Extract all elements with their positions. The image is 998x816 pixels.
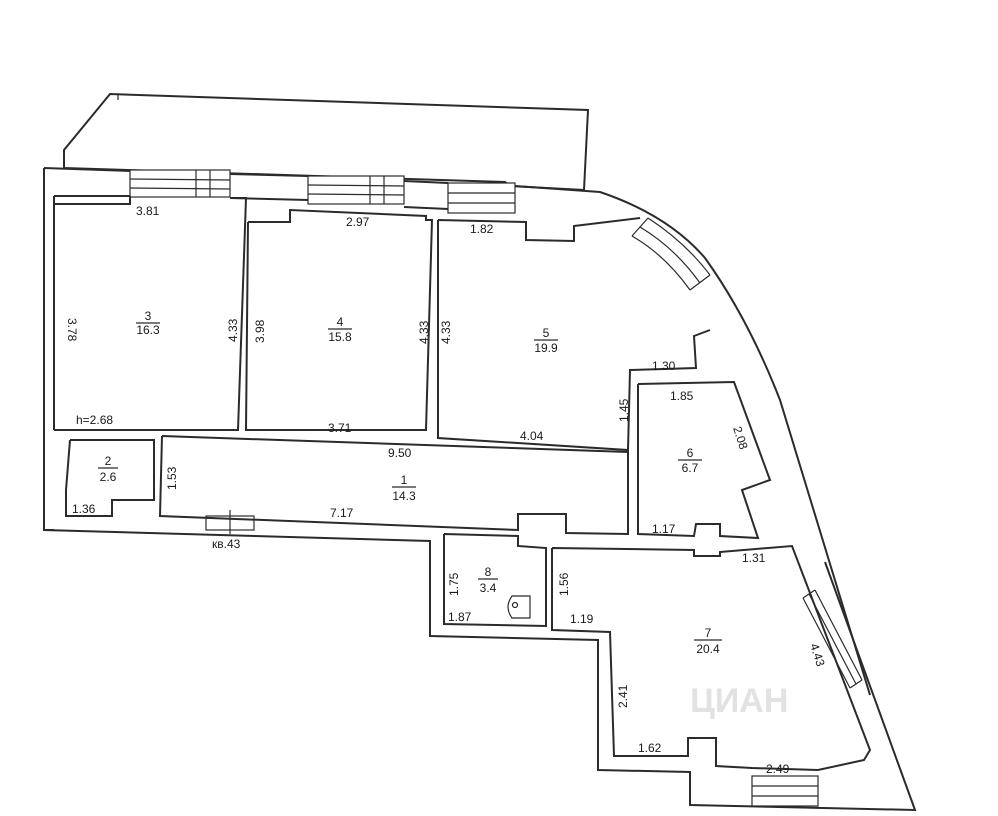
dim-r7-left: 2.41 — [616, 684, 630, 708]
room-2-outline — [65, 439, 155, 517]
dim-r7-diag: 4.43 — [807, 642, 828, 669]
dim-ceiling: h=2.68 — [76, 413, 113, 427]
dim-r3-left: 3.78 — [65, 318, 79, 342]
room-8-outline — [443, 533, 547, 628]
room-6-outline — [637, 380, 772, 540]
room-2-number: 2 — [105, 454, 112, 468]
room-1-outline — [158, 435, 629, 536]
dim-r4-top: 2.97 — [346, 215, 370, 229]
dim-r7-bottom-right: 2.49 — [766, 762, 790, 776]
room-8-area: 3.4 — [480, 581, 497, 595]
dim-r5-bottom: 4.04 — [520, 429, 544, 443]
dim-r6-diag: 2.08 — [730, 425, 751, 452]
room-2-area: 2.6 — [100, 470, 117, 484]
window-room4 — [307, 175, 405, 205]
dimension-labels: 3.81 3.78 4.33 2.97 3.98 4.33 3.71 1.82 … — [65, 204, 828, 776]
dim-r5-step: 1.30 — [652, 359, 676, 373]
dim-r8-right: 1.56 — [557, 572, 571, 596]
windows — [129, 169, 863, 807]
dim-r8-bottom: 1.87 — [448, 610, 472, 624]
room-4-number: 4 — [337, 315, 344, 329]
dim-r8-left: 1.75 — [447, 572, 461, 596]
dim-r6-top: 1.85 — [670, 389, 694, 403]
dim-r2-bottom: 1.36 — [72, 502, 96, 516]
room-7-outline — [551, 544, 872, 772]
room-1-area: 14.3 — [392, 489, 416, 503]
room-5-area: 19.9 — [534, 341, 558, 355]
window-room3 — [129, 169, 231, 198]
dim-corridor-h: 1.53 — [165, 466, 179, 490]
room-labels: 3 16.3 4 15.8 5 19.9 2 2.6 1 14.3 6 6.7 … — [98, 309, 722, 656]
dim-r4-left: 3.98 — [253, 319, 267, 343]
room-6-number: 6 — [687, 446, 694, 460]
window-curved — [631, 217, 711, 291]
dim-r5-left: 4.33 — [439, 320, 453, 344]
room-7-area: 20.4 — [696, 642, 720, 656]
room-8-number: 8 — [485, 565, 492, 579]
dim-r7-top: 1.31 — [742, 551, 766, 565]
room-3-area: 16.3 — [136, 323, 160, 337]
room-3-outline — [54, 196, 248, 431]
room-6-area: 6.7 — [682, 461, 699, 475]
room-4-area: 15.8 — [328, 330, 352, 344]
apartment-label: кв.43 — [212, 537, 241, 551]
dim-r6-bottom: 1.17 — [652, 522, 676, 536]
dim-corridor-bottom: 7.17 — [330, 506, 354, 520]
window-room7-bottom — [751, 775, 819, 807]
watermark: ЦИАН — [690, 682, 788, 720]
toilet-fixture — [507, 595, 531, 619]
window-room5 — [447, 182, 516, 214]
dim-r5-top: 1.82 — [470, 222, 494, 236]
dim-r3-right: 4.33 — [226, 318, 240, 342]
room-7-number: 7 — [705, 626, 712, 640]
dim-corridor-len: 9.50 — [388, 446, 412, 460]
room-5-number: 5 — [543, 326, 550, 340]
room-3-number: 3 — [145, 309, 152, 323]
dim-r4-bottom: 3.71 — [328, 421, 352, 435]
room-4-outline — [244, 208, 434, 431]
dim-r4-right: 4.33 — [417, 320, 431, 344]
dim-r5-step-v: 1.45 — [617, 398, 631, 422]
room-5-outline — [437, 217, 711, 452]
dim-r7-left-top: 1.19 — [570, 612, 594, 626]
dim-r7-bottom-left: 1.62 — [638, 741, 662, 755]
dim-r3-top: 3.81 — [136, 204, 160, 218]
room-1-number: 1 — [401, 473, 408, 487]
